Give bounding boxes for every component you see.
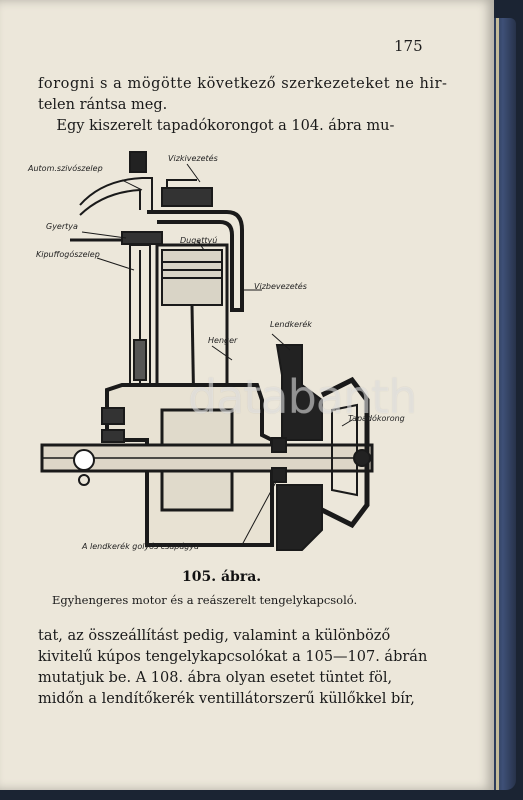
intake-valve-cap bbox=[129, 151, 147, 173]
figure-caption: Egyhengeres motor és a reászerelt tengel… bbox=[52, 593, 358, 607]
flywheel-lower bbox=[276, 484, 323, 551]
label-water-outlet: Vizkivezetés bbox=[168, 154, 218, 163]
paragraph-bottom: tat, az összeállítást pedig, valamint a … bbox=[38, 626, 427, 710]
engine-cross-section-drawing bbox=[40, 151, 374, 551]
page-number: 175 bbox=[394, 37, 423, 55]
figure-number: 105. ábra. bbox=[182, 569, 262, 585]
engine-diagram: Autom.szivószelep Vizkivezetés Gyertya D… bbox=[22, 150, 442, 570]
spine-line bbox=[496, 18, 499, 790]
text-line: tat, az összeállítást pedig, valamint a … bbox=[38, 628, 391, 644]
text-line: forogni s a mögötte következő szerkezete… bbox=[38, 76, 448, 92]
book-cover-edge bbox=[494, 18, 516, 790]
spark-plug bbox=[121, 231, 163, 245]
label-spark-plug: Gyertya bbox=[46, 222, 78, 231]
text-line: Egy kiszerelt tapadókorongot a 104. ábra… bbox=[38, 118, 395, 134]
ball-bearing bbox=[271, 437, 287, 453]
text-line: kivitelű kúpos tengelykapcsolókat a 105—… bbox=[38, 649, 428, 665]
label-exhaust-valve: Kipuffogószelep bbox=[36, 250, 100, 259]
book-page: 175 forogni s a mögötte következő szerke… bbox=[0, 0, 494, 790]
text-line: mutatjuk be. A 108. ábra olyan esetet tü… bbox=[38, 670, 393, 686]
label-clutch-cone: Tapadókorong bbox=[348, 414, 405, 423]
paragraph-top: forogni s a mögötte következő szerkezete… bbox=[38, 74, 448, 137]
text-line: midőn a lendítőkerék ventillátorszerű kü… bbox=[38, 691, 415, 707]
label-piston: Dugattyú bbox=[180, 236, 218, 245]
water-jacket bbox=[147, 210, 244, 312]
label-intake-valve: Autom.szivószelep bbox=[28, 164, 103, 173]
label-flywheel: Lendkerék bbox=[270, 320, 312, 329]
label-flywheel-bearing: A lendkerék golyós csapágya bbox=[82, 542, 199, 551]
watermark: databanth bbox=[188, 370, 417, 424]
label-cylinder: Henger bbox=[208, 336, 238, 345]
label-water-inlet: Vizbevezetés bbox=[254, 282, 307, 291]
flywheel-upper bbox=[275, 344, 323, 441]
text-line: telen rántsa meg. bbox=[38, 97, 168, 113]
intake-pipe bbox=[79, 177, 153, 210]
